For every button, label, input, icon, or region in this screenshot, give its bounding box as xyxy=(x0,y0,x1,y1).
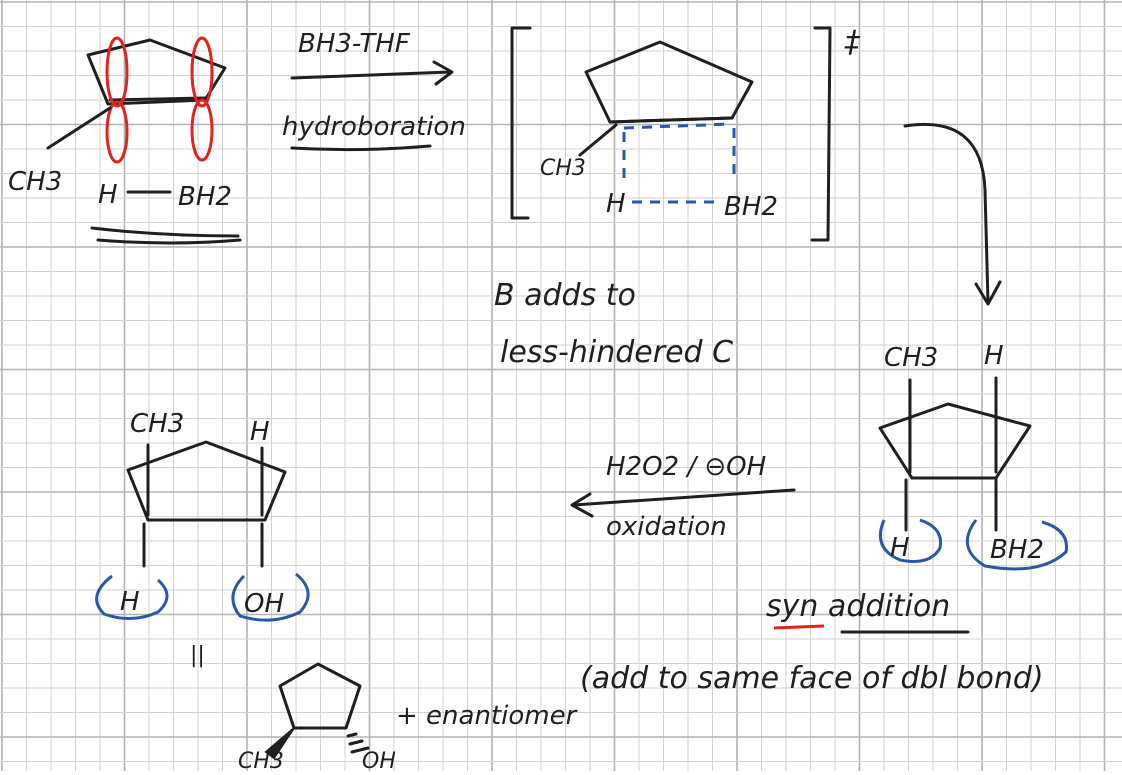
reactant-underline-2 xyxy=(96,238,242,245)
ts-bracket-left xyxy=(510,26,532,220)
product-h-top-label: H xyxy=(250,417,270,447)
final-ch3-label: CH3 xyxy=(238,749,284,771)
reactant-underline-1 xyxy=(90,226,240,238)
final-ring xyxy=(278,662,362,730)
intermediate-ring xyxy=(878,402,1032,480)
ts-ring xyxy=(584,40,754,124)
ts-dash-top xyxy=(623,122,733,130)
intermediate-ch3-label: CH3 xyxy=(884,343,938,373)
intermediate-h-top-label: H xyxy=(984,341,1004,371)
syn-red-underline xyxy=(773,624,825,630)
reactant-h-label: H xyxy=(98,180,118,210)
reactant-ch3-label: CH3 xyxy=(8,167,62,197)
intermediate-h-bottom-label: H xyxy=(890,533,910,563)
product-ch3-label: CH3 xyxy=(130,409,184,439)
intermediate-bh2-circle xyxy=(965,519,1068,571)
reactant-double-bond xyxy=(108,96,208,102)
syn-line2: (add to same face of dbl bond) xyxy=(580,661,1044,696)
ts-ch3-label: CH3 xyxy=(540,156,586,181)
final-enantiomer-label: + enantiomer xyxy=(396,701,579,731)
final-wedge-bond xyxy=(264,727,295,760)
intermediate-h-circle xyxy=(879,518,943,563)
product-equals: || xyxy=(190,643,205,668)
product-oh-circle xyxy=(231,572,310,622)
regio-line2: less-hindered C xyxy=(500,335,733,370)
intermediate-bh2-label: BH2 xyxy=(990,535,1044,565)
step1-underline xyxy=(290,144,432,152)
step1-reagent: BH3-THF xyxy=(298,29,411,59)
ts-to-intermediate-arrow xyxy=(903,122,990,304)
ts-bracket-right xyxy=(810,26,832,242)
step2-reagent: H2O2 / ⊖OH xyxy=(606,452,766,482)
product-structure: CH3 H H OH || xyxy=(95,409,310,668)
p-orbital-upper-right xyxy=(190,36,214,108)
reactant-structure: CH3 H BH2 xyxy=(8,36,242,245)
ts-methyl-bond xyxy=(578,123,618,157)
step2-arrow xyxy=(572,488,796,507)
product-oh-label: OH xyxy=(244,589,284,619)
regio-line1: B adds to xyxy=(494,278,636,313)
step1-arrow xyxy=(290,70,452,80)
product-h-bottom-label: H xyxy=(120,587,140,617)
p-orbital-lower-right xyxy=(190,98,214,162)
step1-arrow-group: BH3-THF hydroboration xyxy=(282,29,466,152)
ts-h-label: H xyxy=(606,189,626,219)
syn-line1: syn addition xyxy=(766,589,950,624)
final-hash-bond xyxy=(346,732,370,754)
final-oh-label: OH xyxy=(362,749,396,771)
syn-addition-note: syn addition (add to same face of dbl bo… xyxy=(580,589,1044,696)
ts-bh2-label: BH2 xyxy=(724,192,778,222)
p-orbital-upper-left xyxy=(105,36,129,108)
intermediate-structure: CH3 H H BH2 xyxy=(878,341,1068,571)
step1-arrowhead xyxy=(432,60,454,86)
ts-to-intermediate-arrowhead xyxy=(974,280,1002,306)
ts-double-dagger: ‡ xyxy=(844,25,861,60)
step2-name: oxidation xyxy=(606,512,727,542)
p-orbital-lower-left xyxy=(105,100,129,164)
step2-arrowhead xyxy=(570,492,594,518)
transition-state: ‡ CH3 H BH2 xyxy=(510,25,861,242)
reactant-methyl-bond xyxy=(46,106,112,150)
regioselectivity-note: B adds to less-hindered C xyxy=(494,278,733,370)
reactant-ring xyxy=(86,38,227,106)
product-ring xyxy=(126,440,287,522)
product-h-circle xyxy=(95,574,169,620)
reactant-bh2-label: BH2 xyxy=(178,182,232,212)
ts-ring-base xyxy=(608,116,734,124)
final-structure: CH3 OH + enantiomer xyxy=(238,662,579,774)
step2-arrow-group: H2O2 / ⊖OH oxidation xyxy=(570,452,796,542)
step1-name: hydroboration xyxy=(282,112,466,142)
